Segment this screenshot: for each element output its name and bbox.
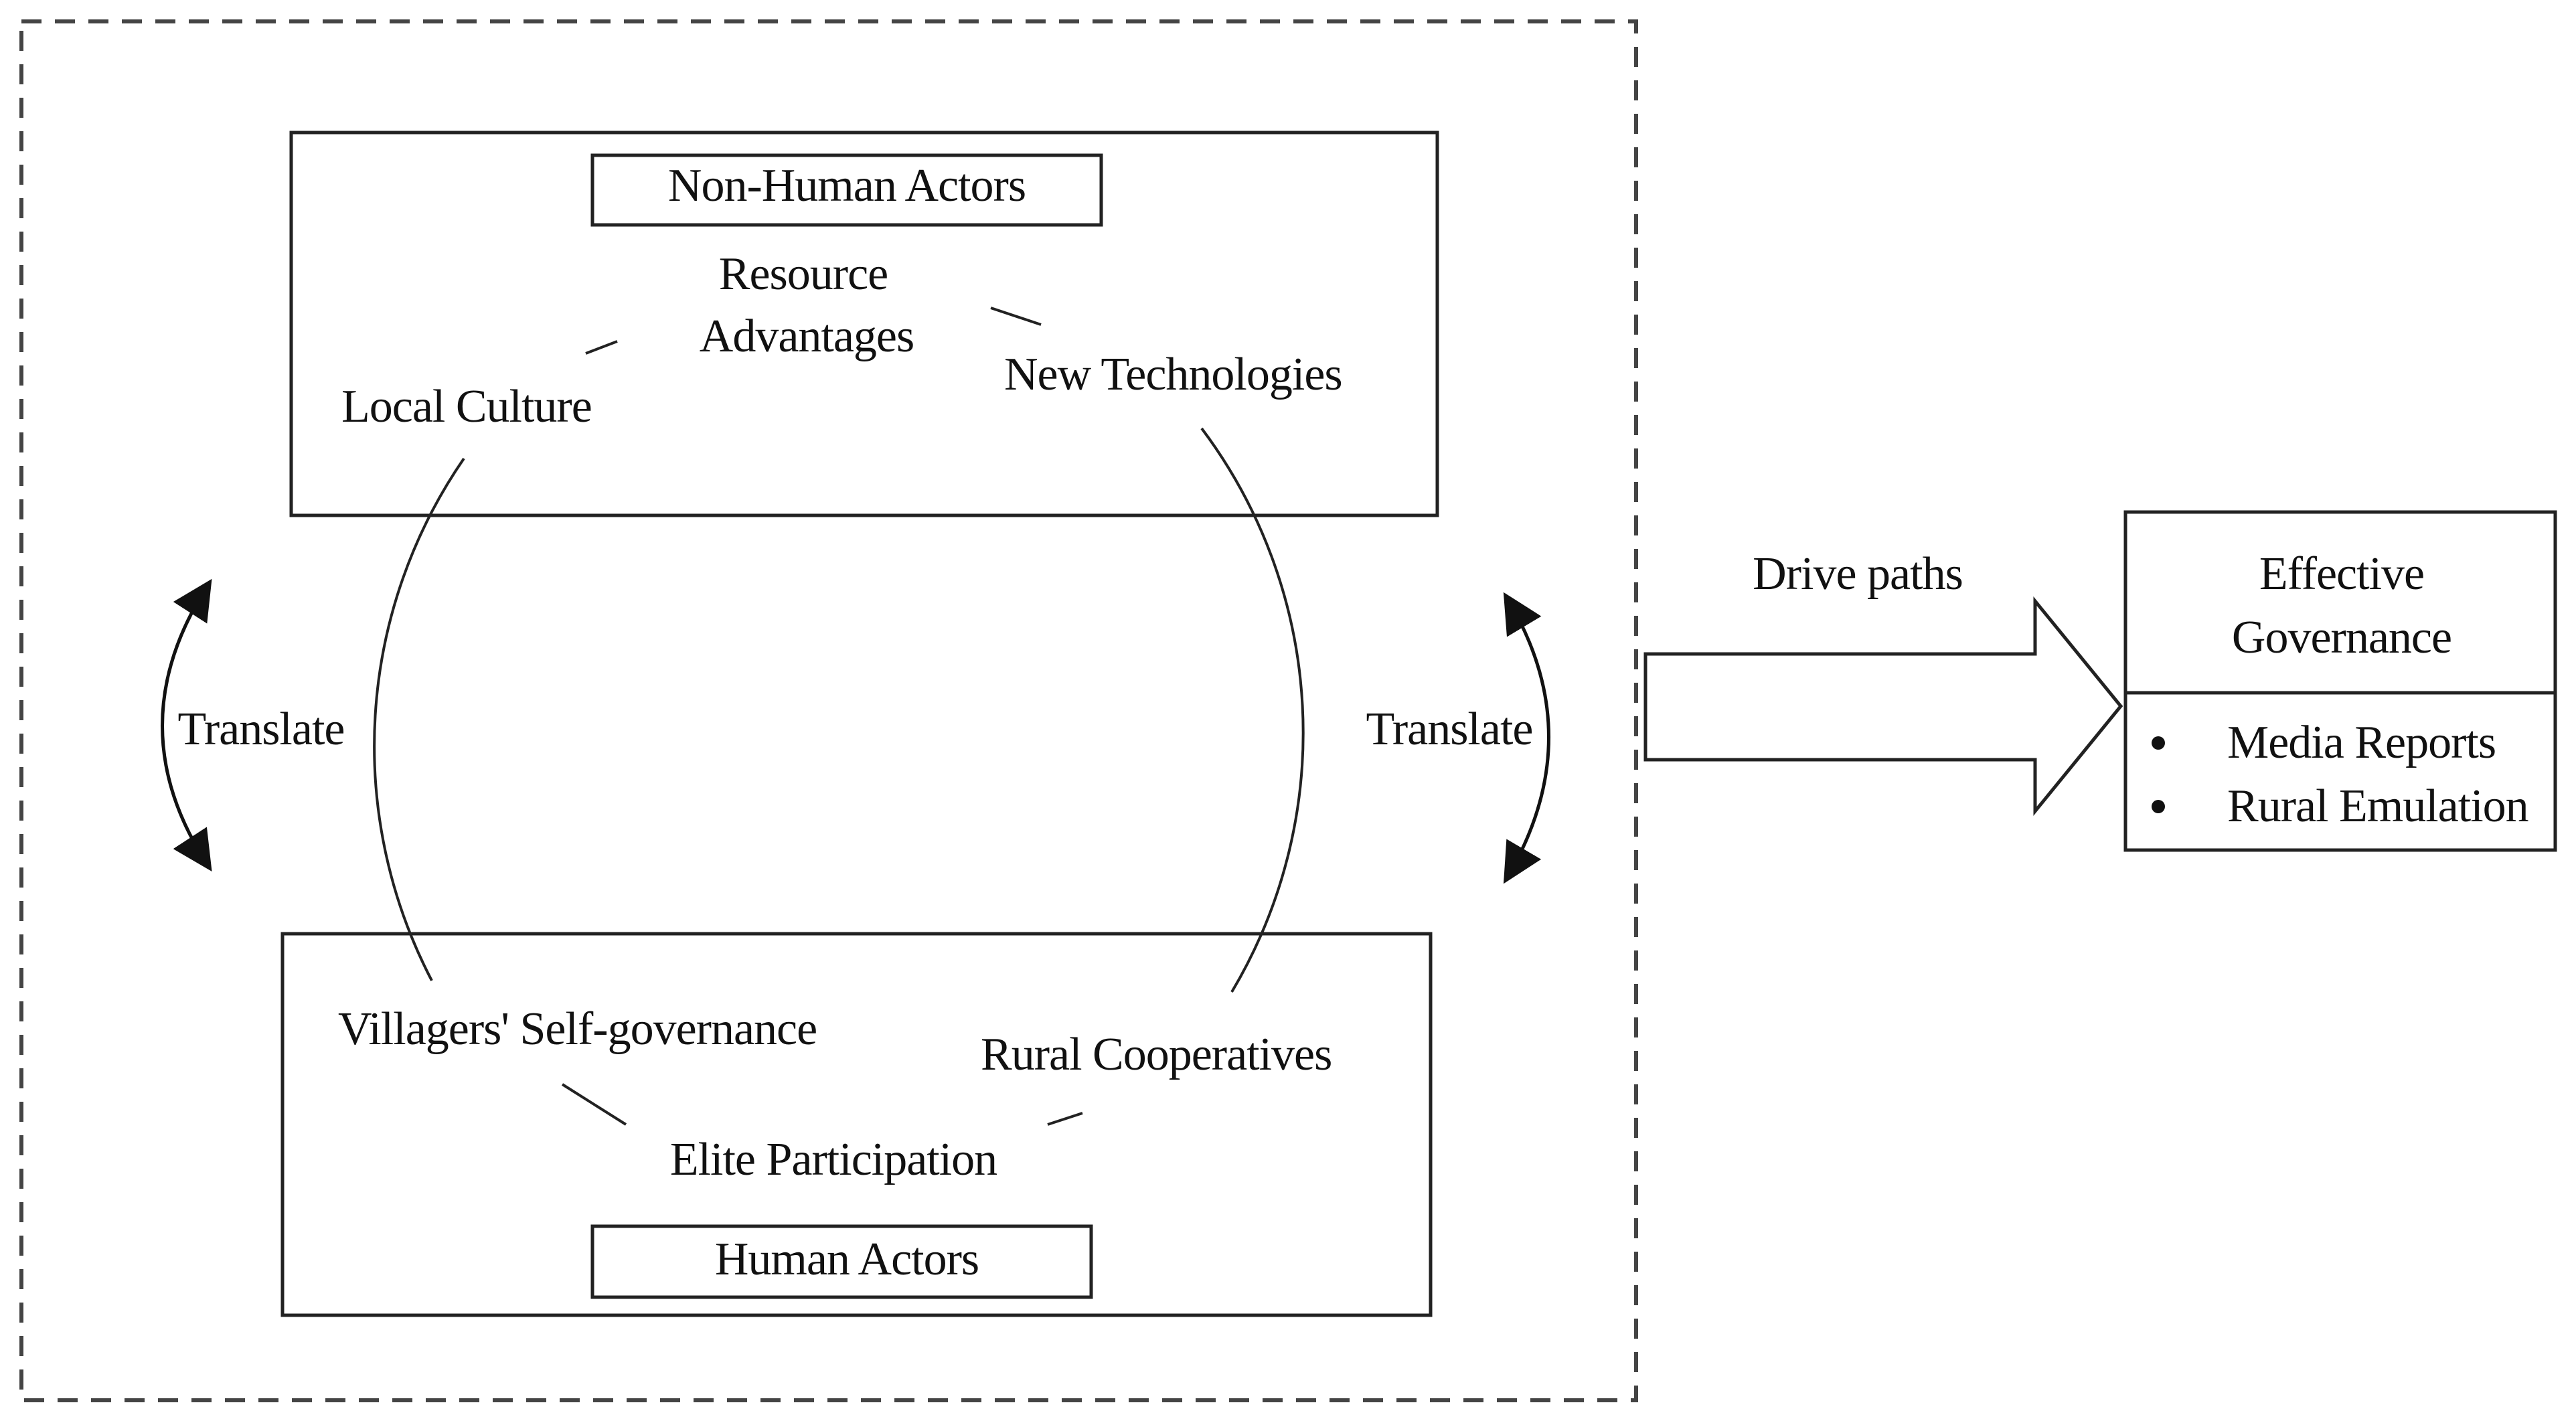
outcome-bullet-rural-emulation: Rural Emulation xyxy=(2227,780,2528,832)
new-technologies-label: New Technologies xyxy=(1004,349,1342,400)
translate-left-arrow: Translate xyxy=(161,578,345,872)
outcome-bullet-media-reports: Media Reports xyxy=(2227,717,2496,768)
non-human-actors-title: Non-Human Actors xyxy=(668,160,1026,212)
circle-segment-top-left xyxy=(585,340,618,355)
effective-governance-title-line1: Effective xyxy=(2259,548,2424,600)
circle-segment-bottom-right xyxy=(1047,1112,1083,1126)
effective-governance-box: Effective Governance Media Reports Rural… xyxy=(2123,510,2557,852)
circle-arc-right xyxy=(1200,427,1305,993)
actor-network-circle xyxy=(373,307,1305,1126)
elite-participation-label: Elite Participation xyxy=(670,1134,997,1185)
dashed-outer-frame xyxy=(19,19,1638,1402)
effective-governance-frame xyxy=(2123,510,2557,852)
effective-governance-title-line2: Governance xyxy=(2232,612,2451,663)
double-headed-arrow-icon xyxy=(1503,592,1550,884)
rural-cooperatives-label: Rural Cooperatives xyxy=(981,1029,1332,1080)
human-actors-title-box xyxy=(590,1224,1093,1299)
resource-advantages-line2: Advantages xyxy=(700,311,914,362)
circle-segment-bottom-left xyxy=(561,1083,627,1126)
translate-left-label: Translate xyxy=(178,703,345,755)
drive-paths-arrow: Drive paths xyxy=(1643,548,2123,817)
double-headed-arrow-icon xyxy=(161,578,212,872)
human-actors-title: Human Actors xyxy=(715,1234,979,1285)
non-human-actors-box: Non-Human Actors Resource Advantages New… xyxy=(289,131,1439,517)
villagers-self-governance-label: Villagers' Self-governance xyxy=(338,1003,817,1055)
local-culture-label: Local Culture xyxy=(341,381,592,432)
bullet-icon xyxy=(2152,800,2165,813)
circle-arc-left xyxy=(373,457,465,981)
drive-paths-label: Drive paths xyxy=(1753,548,1963,600)
non-human-actors-title-box xyxy=(590,153,1103,227)
circle-segment-top-right xyxy=(990,307,1042,326)
translate-right-label: Translate xyxy=(1366,703,1533,755)
resource-advantages-line1: Resource xyxy=(719,248,888,300)
human-actors-box: Human Actors Villagers' Self-governance … xyxy=(280,932,1433,1317)
human-actors-frame xyxy=(280,932,1433,1317)
bullet-icon xyxy=(2152,736,2165,750)
translate-right-arrow: Translate xyxy=(1366,592,1550,884)
block-arrow-icon xyxy=(1643,596,2123,817)
non-human-actors-frame xyxy=(289,131,1439,517)
